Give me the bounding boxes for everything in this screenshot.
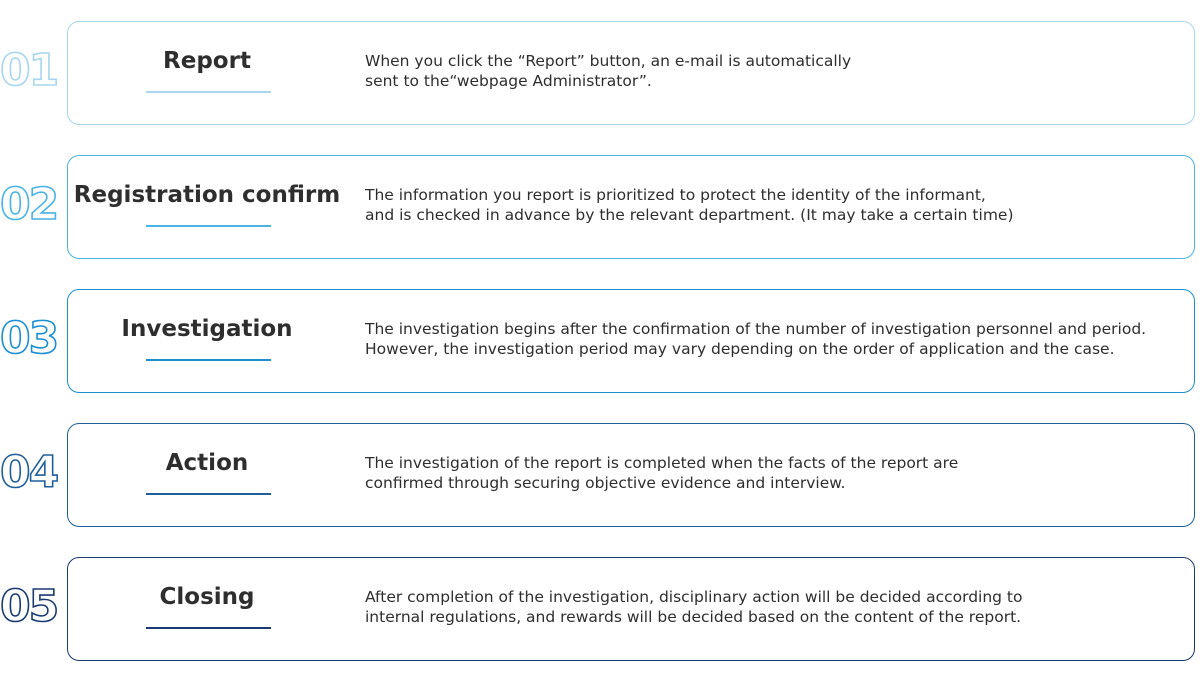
step-description: When you click the “Report” button, an e…	[365, 51, 1195, 91]
step-number: 05	[0, 580, 60, 633]
title-underline	[146, 225, 271, 227]
step-title: Investigation	[121, 316, 293, 342]
step-number: 02	[0, 178, 60, 231]
step-number: 01	[0, 44, 60, 97]
title-underline	[146, 91, 271, 93]
step-box: Action The investigation of the report i…	[67, 423, 1195, 527]
step-title: Action	[165, 450, 249, 476]
step-5: 05 Closing After completion of the inves…	[0, 557, 1200, 663]
step-box: Closing After completion of the investig…	[67, 557, 1195, 661]
step-description: The information you report is prioritize…	[365, 185, 1195, 225]
step-1: 01 Report When you click the “Report” bu…	[0, 21, 1200, 127]
description-line: sent to the“webpage Administrator”.	[365, 72, 652, 90]
step-box: Investigation The investigation begins a…	[67, 289, 1195, 393]
description-line: and is checked in advance by the relevan…	[365, 206, 1014, 224]
description-line: The information you report is prioritize…	[365, 186, 986, 204]
description-line: internal regulations, and rewards will b…	[365, 608, 1022, 626]
description-line: The investigation begins after the confi…	[365, 320, 1147, 338]
step-description: The investigation of the report is compl…	[365, 453, 1195, 493]
step-4: 04 Action The investigation of the repor…	[0, 423, 1200, 529]
step-title: Report	[163, 48, 251, 74]
step-3: 03 Investigation The investigation begin…	[0, 289, 1200, 395]
title-underline	[146, 627, 271, 629]
step-description: After completion of the investigation, d…	[365, 587, 1195, 627]
step-number: 04	[0, 446, 60, 499]
description-line: When you click the “Report” button, an e…	[365, 52, 852, 70]
step-2: 02 Registration confirm The information …	[0, 155, 1200, 261]
step-box: Registration confirm The information you…	[67, 155, 1195, 259]
step-title: Registration confirm	[73, 182, 341, 208]
description-line: confirmed through securing objective evi…	[365, 474, 846, 492]
description-line: The investigation of the report is compl…	[365, 454, 959, 472]
description-line: However, the investigation period may va…	[365, 340, 1115, 358]
title-underline	[146, 493, 271, 495]
description-line: After completion of the investigation, d…	[365, 588, 1023, 606]
step-box: Report When you click the “Report” butto…	[67, 21, 1195, 125]
step-description: The investigation begins after the confi…	[365, 319, 1195, 359]
title-underline	[146, 359, 271, 361]
step-title: Closing	[159, 584, 255, 610]
step-number: 03	[0, 312, 60, 365]
